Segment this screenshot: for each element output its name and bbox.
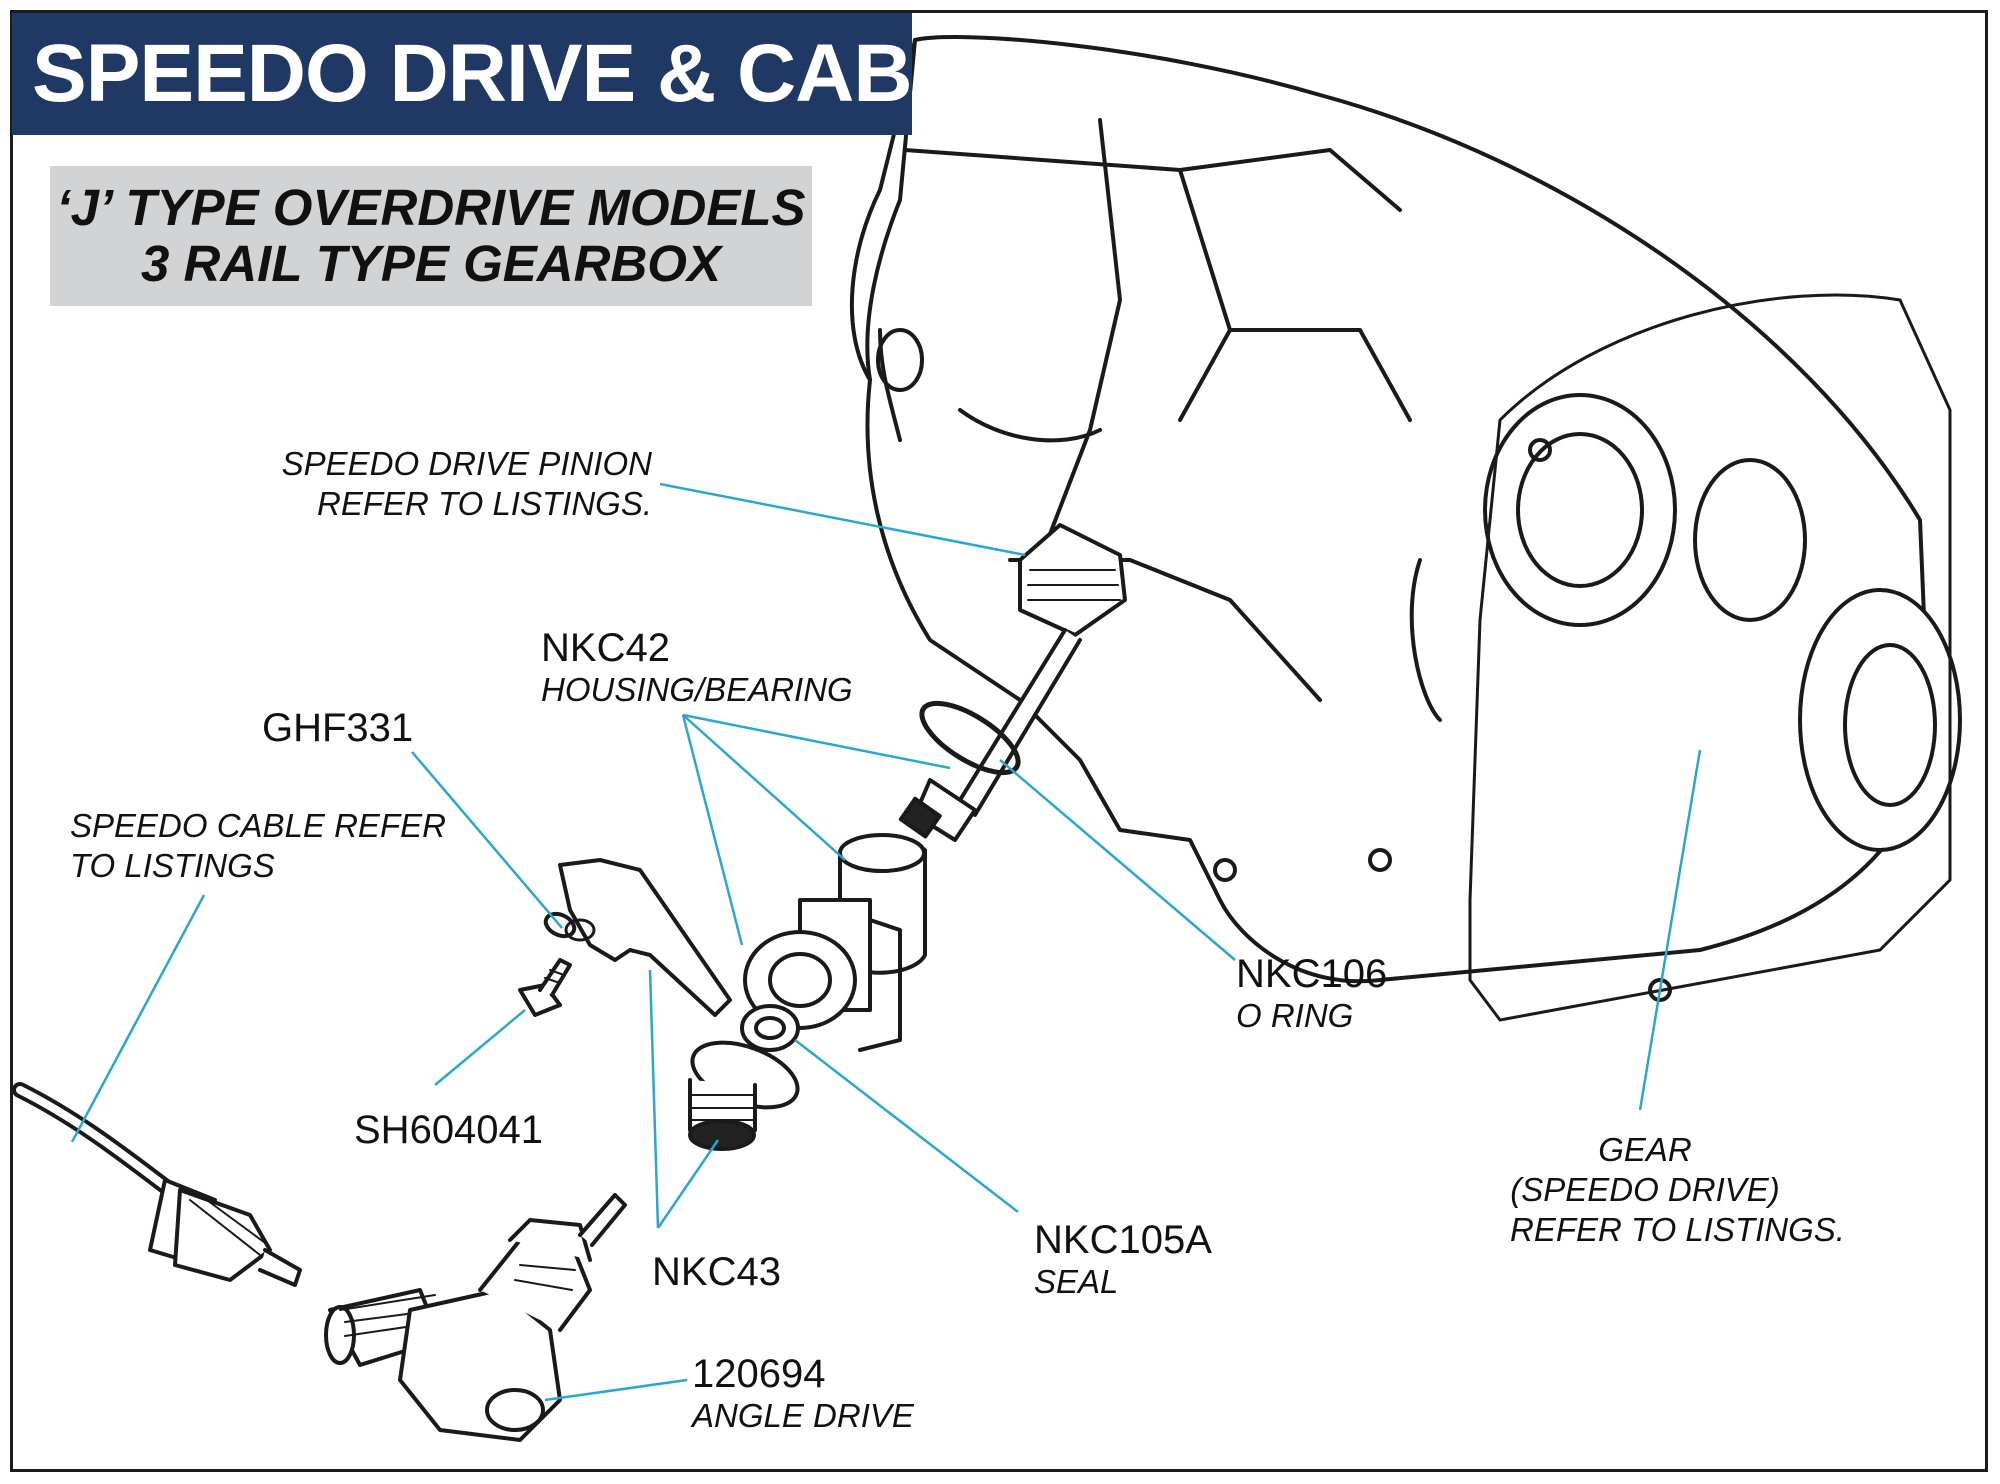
adaptor-nkc43-drawing bbox=[688, 1040, 800, 1151]
label-nkc106-desc: O RING bbox=[1236, 997, 1354, 1034]
leader-120694 bbox=[544, 1378, 688, 1402]
leader-nkc42-a bbox=[682, 713, 951, 770]
label-nkc105a: NKC105A SEAL bbox=[1034, 1218, 1212, 1302]
label-120694: 120694 ANGLE DRIVE bbox=[692, 1352, 914, 1436]
angle-drive-drawing bbox=[324, 1193, 627, 1442]
overdrive-housing bbox=[849, 35, 1962, 1022]
title-bar: SPEEDO DRIVE & CABLE bbox=[12, 13, 1015, 135]
label-nkc42-code: NKC42 bbox=[541, 626, 670, 670]
label-speedo-cable-line1: SPEEDO CABLE REFER bbox=[70, 807, 446, 844]
label-sh604041-code: SH604041 bbox=[354, 1108, 544, 1152]
leader-lines bbox=[70, 482, 1702, 1402]
leader-nkc43-a bbox=[648, 969, 660, 1229]
label-speedo-cable-line2: TO LISTINGS bbox=[70, 847, 275, 884]
leader-nkc42-b bbox=[682, 714, 846, 861]
bolt-drawing bbox=[518, 958, 572, 1017]
leader-pinion bbox=[659, 482, 1026, 557]
subtitle-box: ‘J’ TYPE OVERDRIVE MODELS 3 RAIL TYPE GE… bbox=[50, 166, 812, 306]
label-nkc43-code: NKC43 bbox=[652, 1250, 781, 1294]
leader-nkc42-c bbox=[681, 714, 744, 946]
seal-drawing bbox=[740, 1004, 800, 1052]
label-nkc106-code: NKC106 bbox=[1236, 952, 1388, 996]
speedo-cable-drawing bbox=[12, 1082, 302, 1287]
label-speedo-drive-pinion-line2: REFER TO LISTINGS. bbox=[317, 485, 652, 522]
leader-nkc105a bbox=[794, 1039, 1019, 1213]
leader-cable bbox=[70, 894, 206, 1143]
label-speedo-drive-pinion: SPEEDO DRIVE PINION REFER TO LISTINGS. bbox=[282, 444, 652, 524]
subtitle-line-1: ‘J’ TYPE OVERDRIVE MODELS bbox=[56, 179, 806, 236]
label-nkc42-desc: HOUSING/BEARING bbox=[541, 671, 853, 708]
leader-ghf331 bbox=[411, 751, 563, 929]
page-title: SPEEDO DRIVE & CABLE bbox=[32, 28, 1015, 119]
label-nkc106: NKC106 O RING bbox=[1236, 952, 1387, 1036]
label-sh604041: SH604041 bbox=[354, 1108, 543, 1152]
leader-nkc106 bbox=[999, 759, 1236, 961]
label-speedo-drive-pinion-line1: SPEEDO DRIVE PINION bbox=[281, 445, 652, 482]
label-speedo-cable: SPEEDO CABLE REFER TO LISTINGS bbox=[70, 806, 446, 886]
label-nkc43: NKC43 bbox=[652, 1250, 781, 1294]
housing-bearing-drawing bbox=[743, 833, 927, 1052]
leader-sh604041 bbox=[434, 1009, 526, 1086]
subtitle-line-2: 3 RAIL TYPE GEARBOX bbox=[140, 235, 721, 292]
label-120694-desc: ANGLE DRIVE bbox=[692, 1397, 914, 1434]
label-nkc105a-code: NKC105A bbox=[1034, 1218, 1212, 1262]
label-ghf331-code: GHF331 bbox=[262, 706, 414, 750]
label-gear-line1: GEAR bbox=[1598, 1131, 1692, 1168]
label-120694-code: 120694 bbox=[692, 1352, 826, 1396]
label-nkc42: NKC42 HOUSING/BEARING bbox=[541, 626, 853, 710]
label-gear-line3: REFER TO LISTINGS. bbox=[1510, 1211, 1845, 1248]
label-gear-line2: (SPEEDO DRIVE) bbox=[1510, 1171, 1780, 1208]
label-gear-speedo-drive: GEAR (SPEEDO DRIVE) REFER TO LISTINGS. bbox=[1510, 1130, 1845, 1250]
label-nkc105a-desc: SEAL bbox=[1034, 1263, 1119, 1300]
clamp-plate-drawing bbox=[543, 858, 732, 1017]
leader-gear bbox=[1638, 749, 1702, 1111]
leader-nkc43-b bbox=[656, 1139, 720, 1229]
label-ghf331: GHF331 bbox=[262, 706, 413, 750]
o-ring-drawing bbox=[919, 700, 1021, 776]
